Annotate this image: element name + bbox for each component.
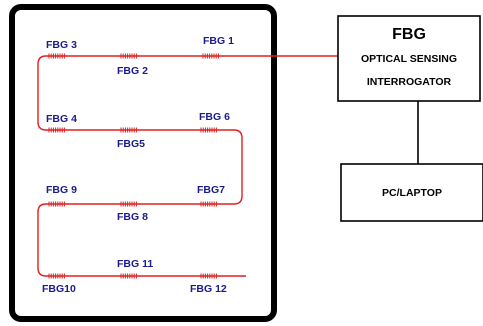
pc-laptop-label: PC/LAPTOP	[382, 187, 442, 199]
fbg5-label: FBG5	[117, 138, 145, 150]
fbg12-label: FBG 12	[190, 283, 227, 295]
fbg7-grating	[200, 201, 217, 207]
interrogator-title: FBG	[392, 26, 426, 43]
fbg9-label: FBG 9	[46, 184, 77, 196]
fbg2-grating	[120, 53, 137, 59]
fbg4-grating	[48, 127, 65, 133]
fbg6-label: FBG 6	[199, 111, 230, 123]
fbg8-label: FBG 8	[117, 211, 148, 223]
fbg4-label: FBG 4	[46, 113, 77, 125]
fbg3-grating	[48, 53, 65, 59]
fbg10-label: FBG10	[42, 283, 76, 295]
structure-frame	[9, 4, 277, 322]
grating-marks	[48, 53, 219, 279]
pc-laptop-box	[340, 163, 483, 222]
fbg1-label: FBG 1	[203, 35, 234, 47]
fbg7-label: FBG7	[197, 184, 225, 196]
fbg8-grating	[120, 201, 137, 207]
interrogator-box	[337, 15, 481, 102]
interrogator-line1: OPTICAL SENSING	[361, 53, 457, 65]
optical-fiber	[37, 55, 338, 277]
fbg5-grating	[120, 127, 137, 133]
fbg3-label: FBG 3	[46, 39, 77, 51]
interrogator-line2: INTERROGATOR	[367, 76, 452, 88]
fbg12-grating	[200, 273, 217, 279]
fbg2-label: FBG 2	[117, 65, 148, 77]
fbg11-grating	[120, 273, 137, 279]
fbg11-label: FBG 11	[117, 258, 153, 270]
fbg10-grating	[48, 273, 65, 279]
fbg1-grating	[202, 53, 219, 59]
fbg9-grating	[48, 201, 65, 207]
fbg6-grating	[200, 127, 217, 133]
